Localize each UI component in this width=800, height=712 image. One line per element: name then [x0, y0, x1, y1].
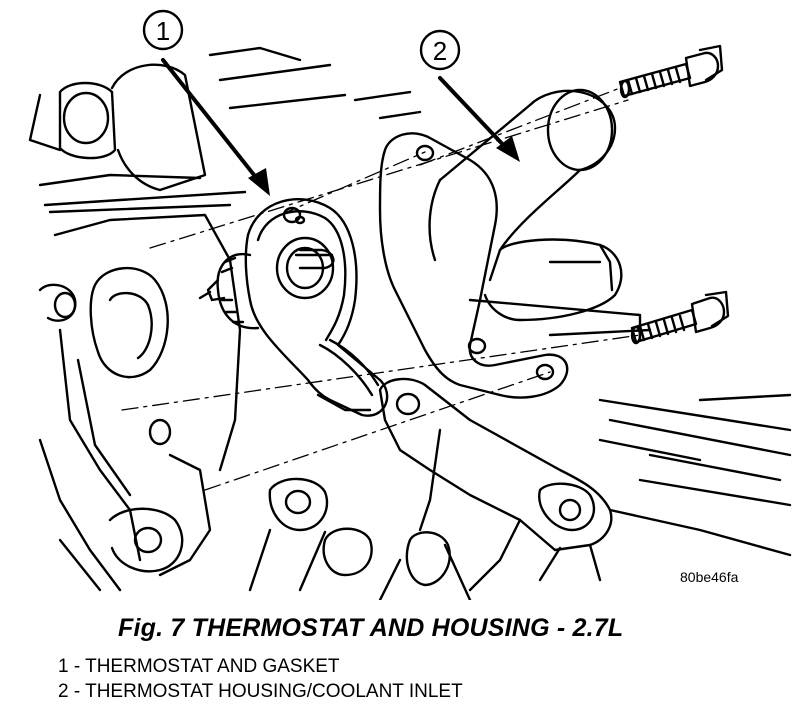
thermostat-housing-coolant-inlet — [378, 88, 623, 399]
parts-legend: 1 - THERMOSTAT AND GASKET 2 - THERMOSTAT… — [58, 654, 463, 704]
figure-caption: Fig. 7 THERMOSTAT AND HOUSING - 2.7L — [118, 614, 624, 642]
thermostat-and-gasket — [198, 198, 389, 417]
engine-block — [28, 46, 792, 600]
callout-2-number: 2 — [433, 36, 447, 66]
callout-1: 1 — [142, 9, 270, 196]
housing-bolt-lower — [630, 290, 730, 345]
legend-item-thermostat-housing: 2 - THERMOSTAT HOUSING/COOLANT INLET — [58, 681, 463, 702]
callout-2: 2 — [419, 29, 520, 162]
housing-bolt-upper — [618, 44, 724, 99]
callout-1-number: 1 — [156, 16, 170, 46]
legend-item-thermostat-and-gasket: 1 - THERMOSTAT AND GASKET — [58, 656, 340, 677]
drawing-id: 80be46fa — [680, 569, 739, 585]
exploded-view-illustration: 1 2 80be46fa — [28, 9, 792, 600]
